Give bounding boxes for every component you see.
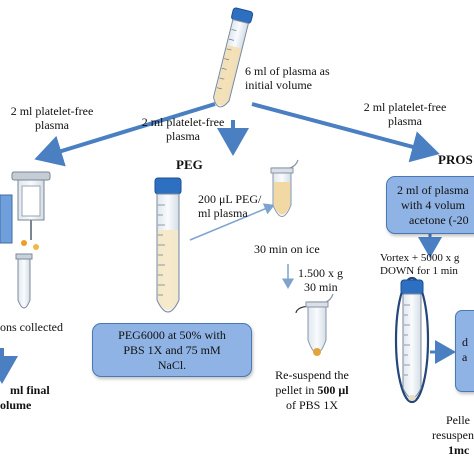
peg-add-label-1: 200 μL PEG/ (198, 192, 262, 206)
pros-small-box-line1: d (462, 335, 468, 349)
pros-tube (394, 276, 430, 404)
peg-resuspend-1: Re-suspend the (275, 368, 349, 382)
pros-vortex-label-1: Vortex + 5000 x g (380, 252, 460, 264)
peg-resuspend-2-volume: 500 μl (317, 383, 349, 397)
left-final-volume-line2: olume (0, 398, 32, 412)
pros-box-line1: 2 ml of plasma (397, 183, 469, 197)
pros-reagent-box: 2 ml of plasma with 4 volum acetone (-20 (386, 176, 474, 234)
peg-spin-label-2: 30 min (304, 280, 338, 294)
peg-box-line1: PEG6000 at 50% with (118, 328, 226, 342)
left-final-volume-line1: ml final (10, 383, 50, 397)
left-collected-label: ons collected (0, 320, 63, 334)
left-branch-label: 2 ml platelet-free plasma (10, 104, 94, 132)
peg-spin-label-1: 1.500 x g (298, 266, 343, 280)
arrow-to-left (34, 102, 216, 167)
peg-branch-label: 2 ml platelet-free plasma (141, 115, 225, 143)
pros-title: PROS (438, 152, 473, 167)
arrow-to-pros (251, 102, 440, 163)
peg-tube (154, 177, 182, 313)
peg-resuspend-3: of PBS 1X (285, 398, 338, 412)
pros-box-line3: acetone (-20 (409, 213, 469, 227)
peg-reagent-box: PEG6000 at 50% with PBS 1X and 75 mM NaC… (92, 323, 252, 377)
pros-pellet-line3: 1mc (448, 443, 470, 457)
arrow-peg-to-eppendorf (189, 203, 275, 241)
left-filter-device (0, 171, 51, 384)
peg-eppendorf-1 (270, 159, 299, 217)
pros-small-box: d a (455, 310, 474, 392)
pros-pellet-line2: resuspen (432, 428, 474, 442)
initial-volume-label: 6 ml of plasma as initial volume (245, 64, 330, 92)
pros-branch-label: 2 ml platelet-free plasma (363, 100, 447, 128)
pros-vortex-label-2: DOWN for 1 min (380, 265, 458, 277)
peg-title: PEG (176, 157, 203, 172)
pros-small-box-line2: a (462, 350, 468, 364)
peg-box-line2: PBS 1X and 75 mM (123, 343, 221, 357)
peg-eppendorf-2 (305, 293, 334, 356)
peg-resuspend-2: pellet in 500 μl (262, 383, 362, 397)
peg-ice-label: 30 min on ice (254, 242, 320, 256)
pros-pellet-line1: Pelle (446, 413, 470, 427)
peg-add-label-2: ml plasma (198, 206, 248, 220)
pros-box-line2: with 4 volum (401, 198, 466, 212)
peg-box-line3: NaCl. (157, 358, 187, 372)
center-plasma-tube (213, 7, 254, 108)
peg-resuspend-2-text: pellet in (275, 383, 318, 397)
